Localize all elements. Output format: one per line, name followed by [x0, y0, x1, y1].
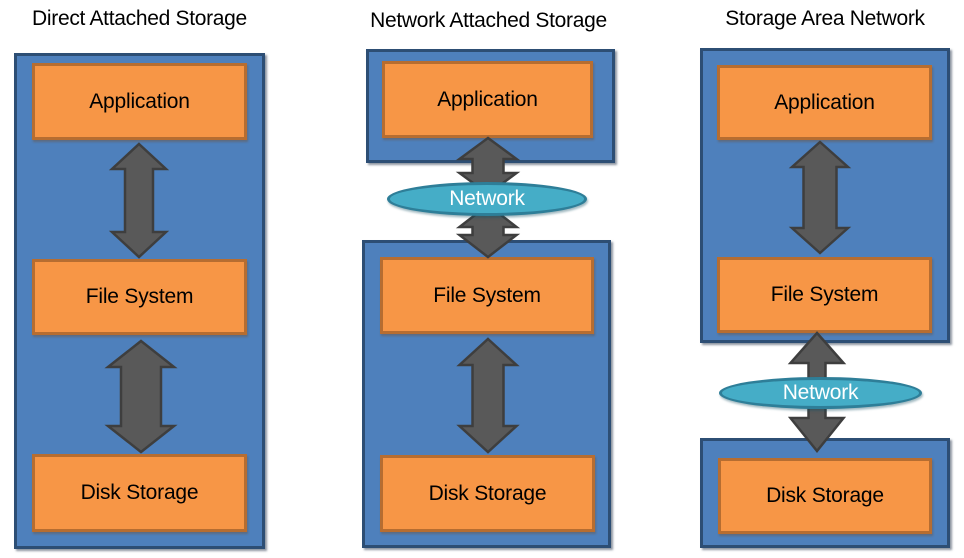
nas-network-ellipse: Network [387, 182, 587, 216]
nas-disk-storage-label: Disk Storage [428, 481, 547, 505]
diagram-title-san: Storage Area Network [725, 7, 925, 30]
das-file-system-box: File System [32, 259, 247, 335]
nas-application-box: Application [382, 61, 593, 138]
das-disk-storage-label: Disk Storage [80, 481, 199, 504]
san-application-box: Application [717, 65, 932, 140]
diagram-title-nas: Network Attached Storage [370, 9, 607, 32]
san-disk-storage-box: Disk Storage [718, 458, 932, 534]
san-disk-storage-label: Disk Storage [766, 484, 884, 507]
das-disk-storage-box: Disk Storage [32, 454, 247, 532]
san-network-ellipse: Network [719, 377, 922, 409]
diagram-title-das: Direct Attached Storage [32, 7, 247, 30]
san-file-system-label: File System [770, 283, 879, 306]
san-file-system-box: File System [717, 257, 932, 333]
san-application-label: Application [774, 90, 875, 114]
nas-disk-storage-box: Disk Storage [380, 455, 595, 532]
das-file-system-label: File System [85, 285, 194, 308]
san-network-label: Network [782, 381, 859, 404]
nas-network-label: Network [449, 187, 525, 210]
nas-application-label: Application [437, 87, 538, 111]
nas-file-system-label: File System [433, 283, 541, 307]
nas-file-system-box: File System [380, 257, 594, 334]
das-application-box: Application [32, 63, 247, 140]
das-application-label: Application [89, 89, 190, 113]
